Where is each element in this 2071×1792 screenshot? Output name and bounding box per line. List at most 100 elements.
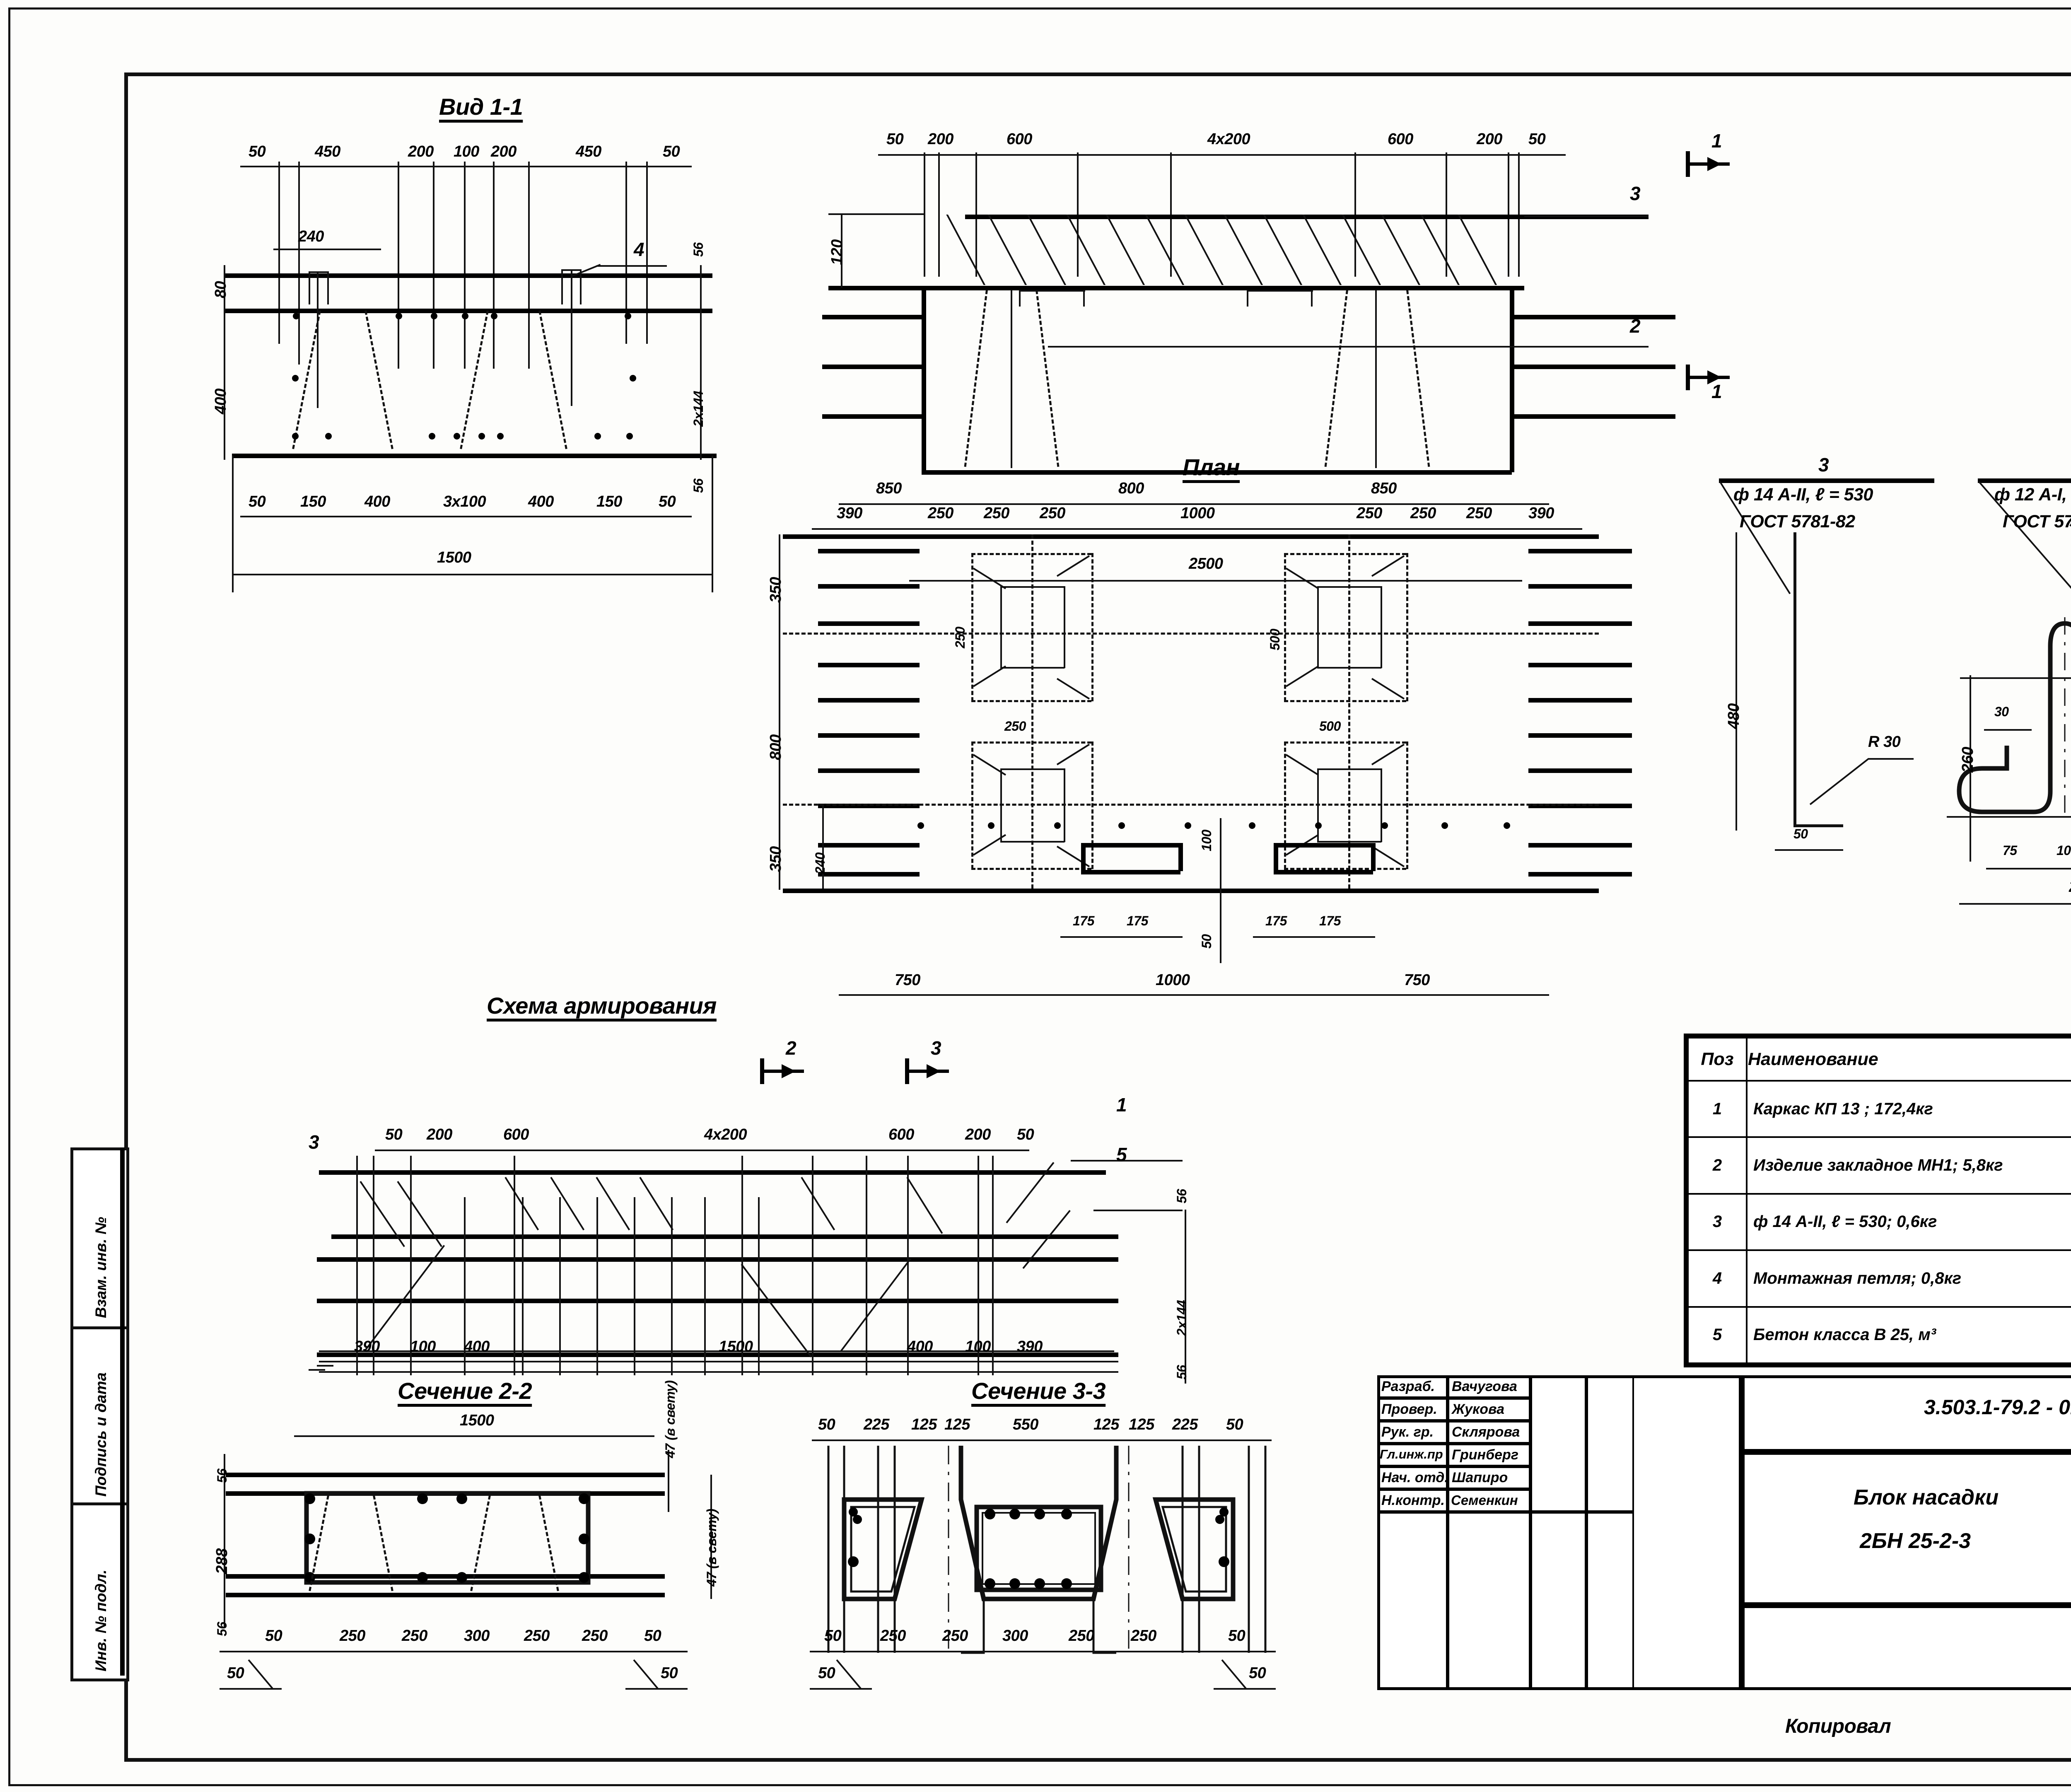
tb-name-3: Гринберг [1452,1447,1518,1463]
tb-product-1: Блок насадки [1854,1485,1999,1509]
sec22-dim-bottom-line [220,1651,688,1652]
dim-right-2x144: 2x144 [691,391,706,427]
tb-doc-code: 3.503.1-79.2 - 010 [1924,1396,2071,1419]
sec33-dim-bottom-line [810,1651,1276,1652]
dim-bot-4: 400 [528,493,554,510]
elev-dim-line-bottom [812,528,1582,530]
plan-ldim-0: 350 [767,577,784,603]
plan-dim-250v: 250 [953,627,968,648]
rebar3-mark: 3 [1818,454,1829,476]
sec22-bdim-5: 250 [582,1627,608,1645]
scheme-bdim-1: 100 [410,1338,436,1355]
elev-bdim-3: 250 [1040,505,1065,522]
rebar3-shape-h [1793,824,1843,827]
plan-dim-500v: 500 [1267,629,1282,650]
rebar4-spec-1: ф 12 А-I, ℓ = 913 [1994,485,2071,505]
tb-name-0: Вачугова [1452,1379,1517,1394]
scheme-dim-top-line [375,1150,1029,1151]
scheme-tdim-5: 200 [965,1126,991,1143]
plan-title: План [1183,454,1240,480]
scheme-tdim-4: 600 [888,1126,914,1143]
elev-dim-line-top [878,154,1566,156]
plan-tdim-2: 850 [1371,480,1397,497]
dim-bot-2: 400 [364,493,390,510]
sec22-cdim-1: 50 [661,1664,678,1682]
plan-ldim-240: 240 [813,853,828,874]
sec33-bdim-3: 300 [1002,1627,1028,1645]
rebar4-bdim-0: 75 [2003,843,2017,858]
plan-tdim-1: 800 [1118,480,1144,497]
plan-dim-100: 100 [1199,830,1214,851]
plan-dim-250h: 250 [1004,719,1026,734]
sec22-bdim-2: 250 [402,1627,427,1645]
elev-dim-2: 600 [1007,130,1032,148]
section-mark-3-label: 3 [931,1037,941,1059]
spec-name-4: Бетон класса В 25, м³ [1746,1306,2071,1365]
spec-header-name: Наименование [1746,1037,2071,1082]
sec22-bdim-6: 50 [644,1627,661,1645]
sec33-cdim-1: 50 [1249,1664,1266,1682]
dim-right-56a: 56 [691,242,706,257]
elev-bdim-0: 390 [837,505,862,522]
scheme-callout-5: 5 [1116,1144,1127,1165]
elev-overall: 2500 [1189,555,1223,572]
dim-left-400: 400 [212,389,229,414]
scheme-bdim-5: 100 [965,1338,991,1355]
dim-bot-1: 150 [300,493,326,510]
spec-pos-1: 2 [1687,1136,1748,1195]
rebar3-radius: R 30 [1868,733,1901,751]
sec33-bdim-4: 250 [1069,1627,1094,1645]
margin-label-1: Подпись и дата [92,1372,109,1497]
sec33-shapes [827,1446,1267,1654]
specification-table: Поз Наименование Кол. Обозначение докуме… [1684,1034,2071,1367]
sec33-tdim-3: 125 [944,1416,970,1433]
plan-edim-1: 175 [1127,913,1148,928]
scheme-callout-3: 3 [309,1131,319,1153]
callout-4-line [596,265,667,267]
spec-header-pos: Поз [1687,1037,1748,1082]
rebar4-dim-260: 260 [1959,747,1977,773]
sec22-cdim-0: 50 [227,1664,244,1682]
scheme-bdim-3: 1500 [719,1338,753,1355]
spec-header-row: Поз Наименование Кол. Обозначение докуме… [1687,1037,2071,1082]
sec33-title: Сечение 3-3 [971,1378,1106,1404]
dim-top-2: 200 [408,143,434,160]
plan-tdim-0: 850 [876,480,902,497]
title-block: Разраб. Вачугова Провер. Жукова Рук. гр.… [1377,1375,2071,1690]
scheme-bdim-4: 400 [907,1338,933,1355]
sec22-overall: 1500 [460,1412,494,1429]
sec33-tdim-6: 125 [1129,1416,1154,1433]
scheme-tdim-6: 50 [1017,1126,1034,1143]
plan-outline-top [783,534,1599,539]
tb-role-5: Н.контр. [1381,1493,1445,1508]
rebar4-baseline [1947,816,2071,818]
dim-line-top [240,166,692,167]
section-mark-2-label: 2 [786,1037,797,1059]
tb-role-4: Нач. отд. [1381,1470,1448,1485]
elev-overall-line [909,580,1522,582]
elev-dim-4: 600 [1388,130,1413,148]
tb-role-1: Провер. [1381,1401,1437,1417]
scheme-tdim-1: 200 [427,1126,452,1143]
plan-bdim-2: 750 [1404,971,1430,989]
body-bottom [232,454,717,458]
elev-hatch [940,215,1520,285]
sec33-dim-top-line [812,1439,1272,1441]
scheme-bdim-2: 400 [464,1338,490,1355]
elev-dim-0: 50 [886,130,904,148]
spec-name-1: Изделие закладное МН1; 5,8кг [1746,1136,2071,1195]
sec33-tdim-0: 50 [818,1416,835,1433]
rebar3-leader [1719,478,1934,483]
rebar3-dim-480: 480 [1725,703,1743,729]
rebar3-spec-2: ГОСТ 5781-82 [1740,512,1855,531]
callout-4: 4 [634,239,644,260]
sec33-bdim-0: 50 [824,1627,842,1645]
sec33-tdim-5: 125 [1093,1416,1119,1433]
dim-inner-240: 240 [298,228,324,245]
plan-edim-0: 175 [1073,913,1094,928]
elev-bdim-5: 250 [1357,505,1382,522]
sec22-bdim-1: 250 [340,1627,365,1645]
sec22-bdim-0: 50 [265,1627,282,1645]
dim-bot-3: 3x100 [443,493,486,510]
